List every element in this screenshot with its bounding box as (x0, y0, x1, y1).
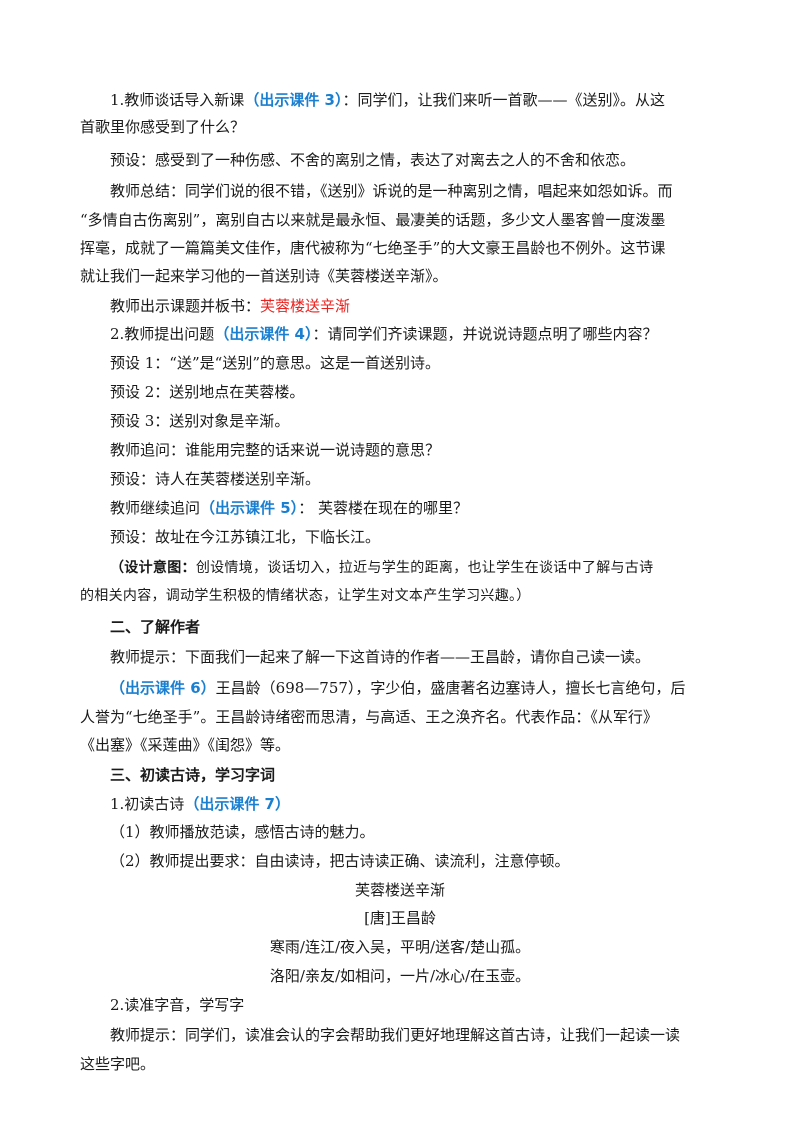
follow-up-text: ： 芙蓉楼在现在的哪里？ (298, 499, 468, 517)
follow-up-line: 教师追问：谁能用完整的话来说一说诗题的意思？ (110, 441, 441, 459)
design-intent-cont: 的相关内容，调动学生积极的情绪状态，让学生对文本产生学习兴趣。） (80, 588, 531, 604)
summary-line: 挥毫，成就了一篇篇美文佳作，唐代被称为“七绝圣手”的大文豪王昌龄也不例外。这节课 (80, 239, 666, 257)
design-intent: （设计意图：创设情境，谈话切入，拉近与学生的距离，也让学生在谈话中了解与古诗 (110, 558, 720, 578)
intro-text: ：同学们，让我们来听一首歌——《送别》。从这 (342, 91, 665, 109)
list-item: （1）教师播放范读，感悟古诗的魅力。 (110, 823, 375, 841)
design-intent-text: 创设情境，谈话切入，拉近与学生的距离，也让学生在谈话中了解与古诗 (195, 560, 654, 576)
section-heading: 二、了解作者 (110, 618, 201, 636)
preset-line: 预设 3：送别对象是辛渐。 (110, 412, 290, 430)
board-label: 教师出示课题并板书： (110, 297, 261, 315)
design-intent-label: （设计意图： (110, 560, 196, 576)
preset-line: 预设：故址在今江苏镇江北，下临长江。 (110, 528, 381, 546)
courseware-tag: （出示课件 4） (214, 325, 313, 343)
summary-line: 教师总结：同学们说的很不错，《送别》诉说的是一种离别之情，唱起来如怨如诉。而 (110, 182, 673, 200)
step-label: 1.教师谈话导入新课 (110, 91, 245, 109)
list-item: （2）教师提出要求：自由读诗，把古诗读正确、读流利，注意停顿。 (110, 852, 570, 870)
step-line: 1.初读古诗（出示课件 7） (110, 794, 720, 814)
bio-text: 王昌龄（698—757），字少伯，盛唐著名边塞诗人，擅长七言绝句，后 (215, 679, 686, 697)
question-line: 2.教师提出问题（出示课件 4）：请同学们齐读课题，并说说诗题点明了哪些内容？ (110, 324, 720, 344)
poem-title: 芙蓉楼送辛渐 (354, 881, 445, 899)
courseware-tag: （出示课件 7） (184, 795, 290, 813)
poem-author: [唐]王昌龄 (364, 909, 436, 927)
step-line: 2.读准字音，学写字 (110, 996, 245, 1014)
preset-line: 预设 1：“送”是“送别”的意思。这是一首送别诗。 (110, 354, 440, 372)
section-heading: 三、初读古诗，学习字词 (110, 766, 276, 784)
bio-line: 《出塞》《采莲曲》《闺怨》等。 (80, 736, 291, 754)
board-title: 芙蓉楼送辛渐 (260, 297, 351, 315)
poem-line: 寒雨/连江/夜入吴，平明/送客/楚山孤。 (269, 938, 531, 956)
follow-up-line: 教师继续追问（出示课件 5）： 芙蓉楼在现在的哪里？ (110, 498, 720, 518)
hint-line: 这些字吧。 (80, 1055, 156, 1073)
step-label: 2.教师提出问题 (110, 325, 215, 343)
poem-line: 洛阳/亲友/如相问，一片/冰心/在玉壶。 (269, 967, 531, 985)
bio-line: （出示课件 6）王昌龄（698—757），字少伯，盛唐著名边塞诗人，擅长七言绝句… (110, 678, 720, 698)
paragraph-intro-cont: 首歌里你感受到了什么？ (80, 118, 246, 136)
preset-line: 预设 2：送别地点在芙蓉楼。 (110, 383, 305, 401)
bio-line: 人誉为“七绝圣手”。王昌龄诗绪密而思清，与高适、王之涣齐名。代表作品：《从军行》 (80, 708, 658, 726)
hint-line: 教师提示：下面我们一起来了解一下这首诗的作者——王昌龄，请你自己读一读。 (110, 648, 651, 666)
summary-line: “多情自古伤离别”，离别自古以来就是最永恒、最凄美的话题，多少文人墨客曾一度泼墨 (80, 211, 666, 229)
summary-line: 就让我们一起来学习他的一首送别诗《芙蓉楼送辛渐》。 (80, 267, 448, 285)
board-line: 教师出示课题并板书：芙蓉楼送辛渐 (110, 296, 720, 316)
paragraph-intro: 1.教师谈话导入新课（出示课件 3）：同学们，让我们来听一首歌——《送别》。从这 (110, 90, 720, 110)
step-label: 1.初读古诗 (110, 795, 185, 813)
preset-line: 预设：感受到了一种伤感、不舍的离别之情，表达了对离去之人的不舍和依恋。 (110, 151, 636, 169)
courseware-tag: （出示课件 3） (244, 91, 343, 109)
courseware-tag: （出示课件 5） (200, 499, 299, 517)
follow-up-label: 教师继续追问 (110, 499, 201, 517)
preset-line: 预设：诗人在芙蓉楼送别辛渐。 (110, 470, 321, 488)
courseware-tag: （出示课件 6） (110, 679, 216, 697)
hint-line: 教师提示：同学们，读准会认的字会帮助我们更好地理解这首古诗，让我们一起读一读 (110, 1026, 681, 1044)
question-text: ：请同学们齐读课题，并说说诗题点明了哪些内容？ (312, 325, 658, 343)
